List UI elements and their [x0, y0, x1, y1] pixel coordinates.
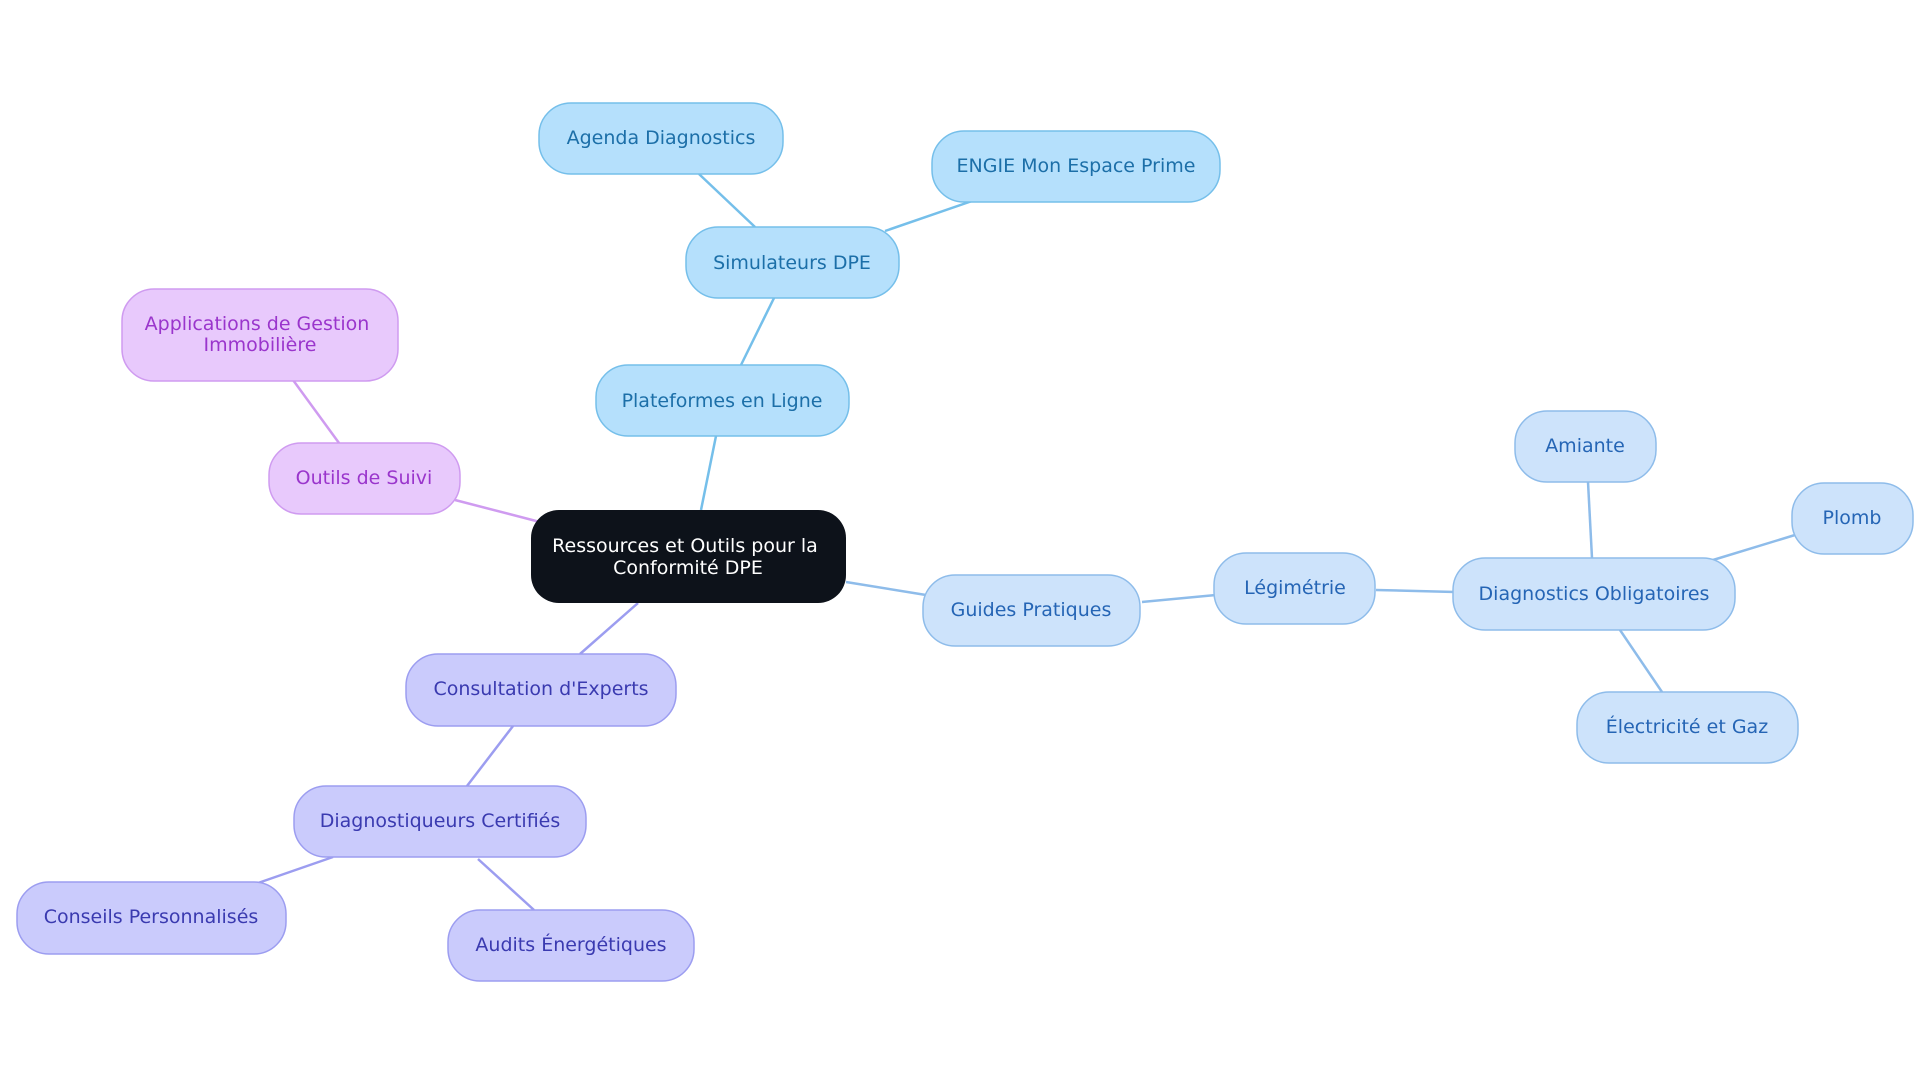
- node-plateformes-label: Plateformes en Ligne: [622, 390, 823, 412]
- node-diagnostiqueurs-label: Diagnostiqueurs Certifiés: [320, 810, 561, 832]
- node-plomb[interactable]: Plomb: [1791, 482, 1914, 555]
- edge-root-consultation: [579, 602, 639, 655]
- edge-diagnostiqueurs-conseils: [257, 855, 334, 885]
- edge-diagnostiqueurs-audits: [477, 858, 535, 911]
- node-plomb-label: Plomb: [1823, 507, 1882, 529]
- node-amiante-label: Amiante: [1545, 435, 1625, 457]
- node-audits-energetiques[interactable]: Audits Énergétiques: [447, 909, 695, 982]
- node-agenda-diagnostics[interactable]: Agenda Diagnostics: [538, 102, 784, 175]
- connectors: [257, 173, 1796, 911]
- edge-simulateurs-engie: [884, 198, 976, 233]
- svg-text:Ressources et Outils pour la: Ressources et Outils pour la Conformité …: [552, 535, 824, 579]
- edge-root-plateformes: [699, 435, 718, 511]
- node-applications-label-line-1: Applications de Gestion: [145, 313, 370, 335]
- node-engie-mon-espace-prime[interactable]: ENGIE Mon Espace Prime: [931, 130, 1221, 203]
- node-electricite-label: Électricité et Gaz: [1606, 715, 1768, 738]
- node-simulateurs-label: Simulateurs DPE: [713, 252, 871, 274]
- edge-diagnostics-electricite: [1618, 629, 1664, 693]
- node-agenda-label: Agenda Diagnostics: [567, 127, 756, 149]
- node-guides-label: Guides Pratiques: [951, 599, 1112, 621]
- root-node-box: [531, 510, 846, 603]
- node-consultation-experts[interactable]: Consultation d'Experts: [405, 653, 677, 727]
- node-legimetrie[interactable]: Légimétrie: [1213, 552, 1376, 625]
- node-electricite-et-gaz[interactable]: Électricité et Gaz: [1576, 691, 1799, 764]
- node-plateformes-en-ligne[interactable]: Plateformes en Ligne: [595, 364, 850, 437]
- node-legimetrie-label: Légimétrie: [1244, 577, 1346, 599]
- edge-root-suivi: [454, 498, 541, 524]
- root-label-line-1: Ressources et Outils pour la: [552, 535, 818, 557]
- node-diagnostics-obligatoires[interactable]: Diagnostics Obligatoires: [1452, 557, 1736, 631]
- node-guides-pratiques[interactable]: Guides Pratiques: [922, 574, 1141, 647]
- root-node[interactable]: Ressources et Outils pour la Conformité …: [531, 510, 846, 603]
- node-engie-label: ENGIE Mon Espace Prime: [957, 155, 1196, 177]
- node-conseils-personnalises[interactable]: Conseils Personnalisés: [16, 881, 287, 955]
- edge-consultation-diagnostiqueurs: [466, 725, 514, 787]
- node-outils-de-suivi[interactable]: Outils de Suivi: [268, 442, 461, 515]
- edge-diagnostics-plomb: [1712, 533, 1796, 562]
- edge-suivi-applications: [291, 379, 341, 444]
- edge-root-guides: [845, 580, 927, 597]
- edge-simulateurs-agenda: [698, 173, 756, 228]
- node-diagnostiqueurs-certifies[interactable]: Diagnostiqueurs Certifiés: [293, 785, 587, 858]
- node-simulateurs-dpe[interactable]: Simulateurs DPE: [685, 226, 900, 299]
- node-applications-gestion-immobiliere[interactable]: Applications de Gestion Immobilière: [121, 288, 399, 382]
- edge-plateformes-simulateurs: [739, 295, 777, 366]
- svg-text:Applications de Gestion: Applications de Gestion Immobilière: [145, 313, 376, 356]
- node-applications-label-line-2: Immobilière: [204, 334, 317, 356]
- node-conseils-label: Conseils Personnalisés: [44, 906, 259, 928]
- root-label-line-2: Conformité DPE: [613, 557, 763, 579]
- node-consultation-label: Consultation d'Experts: [433, 678, 648, 700]
- edge-guides-legimetrie: [1141, 593, 1217, 604]
- node-audits-label: Audits Énergétiques: [475, 933, 666, 956]
- edge-diagnostics-amiante: [1586, 481, 1594, 559]
- node-diagnostics-label: Diagnostics Obligatoires: [1479, 583, 1710, 605]
- edge-legimetrie-diagnostics: [1375, 588, 1456, 594]
- node-suivi-label: Outils de Suivi: [296, 467, 433, 489]
- node-amiante[interactable]: Amiante: [1514, 410, 1657, 483]
